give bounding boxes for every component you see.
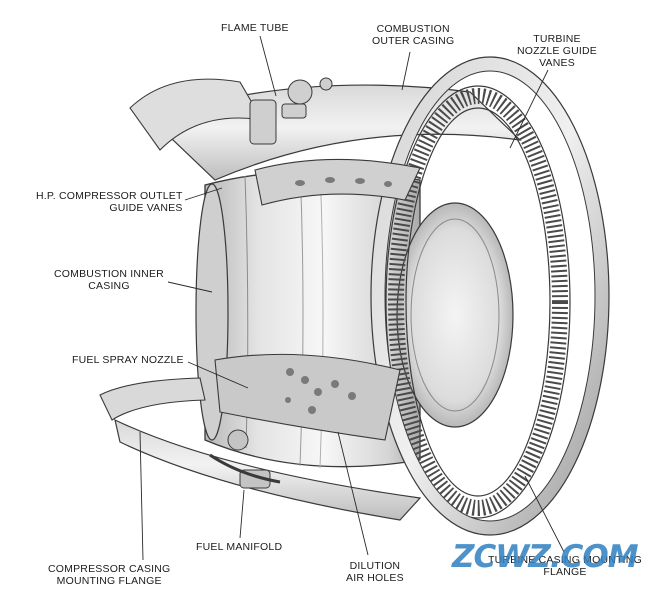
- leader-lines: [139, 35, 565, 561]
- label-compressor-casing-mounting-flange: COMPRESSOR CASING MOUNTING FLANGE: [48, 563, 171, 587]
- label-combustion-inner-casing: COMBUSTION INNER CASING: [54, 268, 164, 292]
- label-fuel-manifold: FUEL MANIFOLD: [196, 541, 283, 553]
- nozzle-guide-vane-ring: [388, 88, 568, 516]
- turbine-casing-flange: [371, 57, 609, 535]
- dilution-holes: [285, 368, 356, 414]
- flame-tube-lower: [214, 353, 401, 441]
- fuel-manifold: [209, 429, 281, 489]
- label-dilution-air-holes: DILUTION AIR HOLES: [346, 560, 404, 584]
- upper-air-holes: [295, 177, 392, 187]
- watermark: ZCWZ.COM: [452, 539, 639, 575]
- label-flame-tube: FLAME TUBE: [221, 22, 289, 34]
- top-burner-fitting: [249, 77, 333, 145]
- label-fuel-spray-nozzle: FUEL SPRAY NOZZLE: [72, 354, 184, 366]
- label-turbine-casing-mounting-flange: TURBINE CASING MOUNTING FLANGE: [488, 554, 642, 578]
- label-turbine-nozzle-guide-vanes: TURBINE NOZZLE GUIDE VANES: [517, 33, 597, 69]
- outer-casing-bottom: [114, 418, 422, 521]
- label-hp-compressor-outlet-guide-vanes: H.P. COMPRESSOR OUTLET GUIDE VANES: [36, 190, 183, 214]
- flame-tube-upper: [254, 158, 421, 206]
- label-combustion-outer-casing: COMBUSTION OUTER CASING: [372, 23, 455, 47]
- compressor-casing-flange: [99, 377, 206, 421]
